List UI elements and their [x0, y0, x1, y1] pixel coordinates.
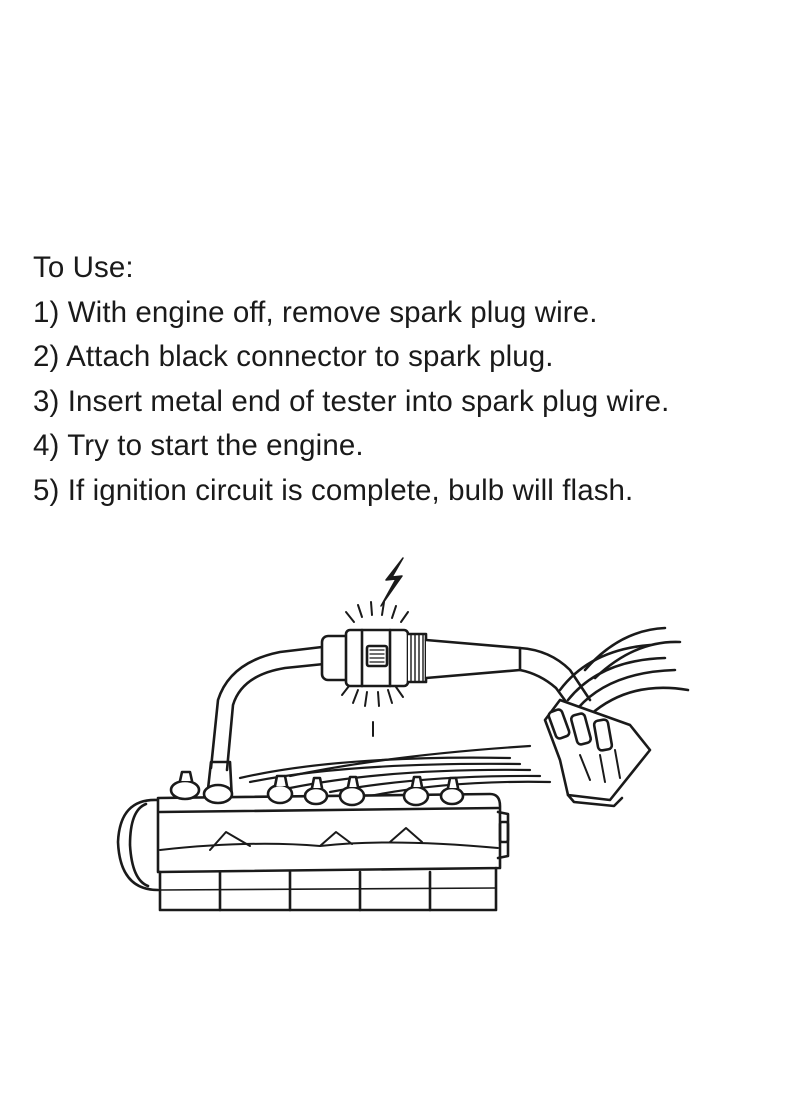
engine-block — [116, 792, 510, 912]
distributor-lead-wire — [518, 646, 592, 702]
distributor-wires — [558, 626, 690, 717]
spark-plug-wire — [209, 645, 324, 770]
engine-spark-tester-illustration — [90, 550, 700, 930]
instruction-step-3: 3) Insert metal end of tester into spark… — [33, 384, 670, 418]
instruction-step-2: 2) Attach black connector to spark plug. — [33, 340, 554, 374]
lightning-bolt-icon — [380, 557, 404, 607]
instructions-block: To Use: 1) With engine off, remove spark… — [33, 246, 793, 514]
spark-tester — [320, 628, 522, 688]
flash-rays-bottom-icon — [341, 685, 404, 737]
instructions-heading: To Use: — [33, 251, 134, 284]
distributor-cap — [543, 698, 652, 808]
flash-rays-top-icon — [345, 601, 409, 623]
instruction-step-1: 1) With engine off, remove spark plug wi… — [33, 295, 598, 329]
instruction-step-5: 5) If ignition circuit is complete, bulb… — [33, 473, 634, 507]
instruction-step-4: 4) Try to start the engine. — [33, 429, 364, 463]
spark-plug-caps — [169, 770, 465, 807]
